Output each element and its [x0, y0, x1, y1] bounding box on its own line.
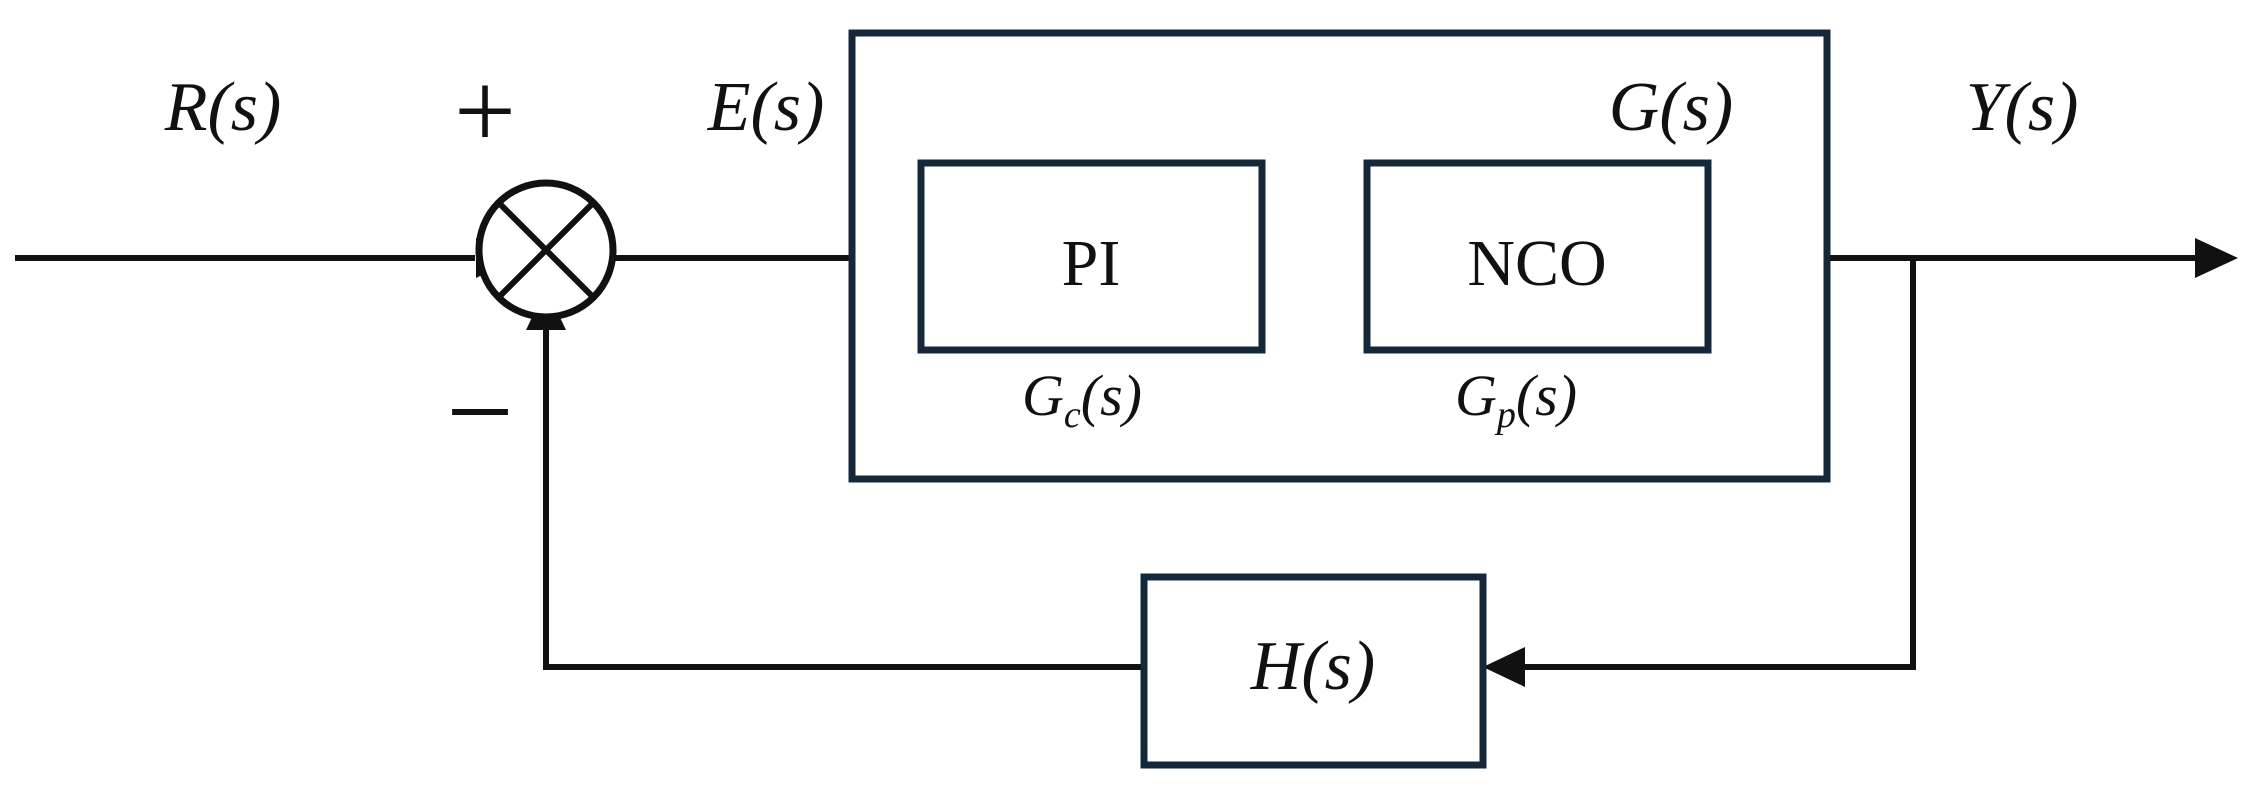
input-signal-label: R(s)	[164, 69, 282, 146]
forward-path-label: G(s)	[1609, 69, 1733, 146]
nco-block-label: NCO	[1467, 227, 1606, 300]
nco-block	[1363, 159, 1712, 354]
pi-block-label: PI	[1062, 227, 1121, 300]
minus-sign: −	[446, 345, 514, 478]
plus-sign: +	[454, 50, 516, 172]
feedback-block-label: H(s)	[1250, 628, 1375, 705]
output-signal-label: Y(s)	[1966, 69, 2079, 146]
feedback-return-line	[543, 330, 1142, 670]
feedback-arrowhead	[1483, 647, 1525, 687]
controller-transfer-label: Gc(s)	[1022, 363, 1142, 436]
pi-block	[917, 159, 1266, 354]
feedback-block	[1140, 573, 1487, 769]
output-arrowhead	[2195, 238, 2238, 278]
summing-junction	[475, 179, 617, 321]
feedback-branch-line	[1525, 258, 1916, 670]
error-signal-label: E(s)	[707, 69, 825, 146]
plant-transfer-label: Gp(s)	[1455, 363, 1577, 436]
